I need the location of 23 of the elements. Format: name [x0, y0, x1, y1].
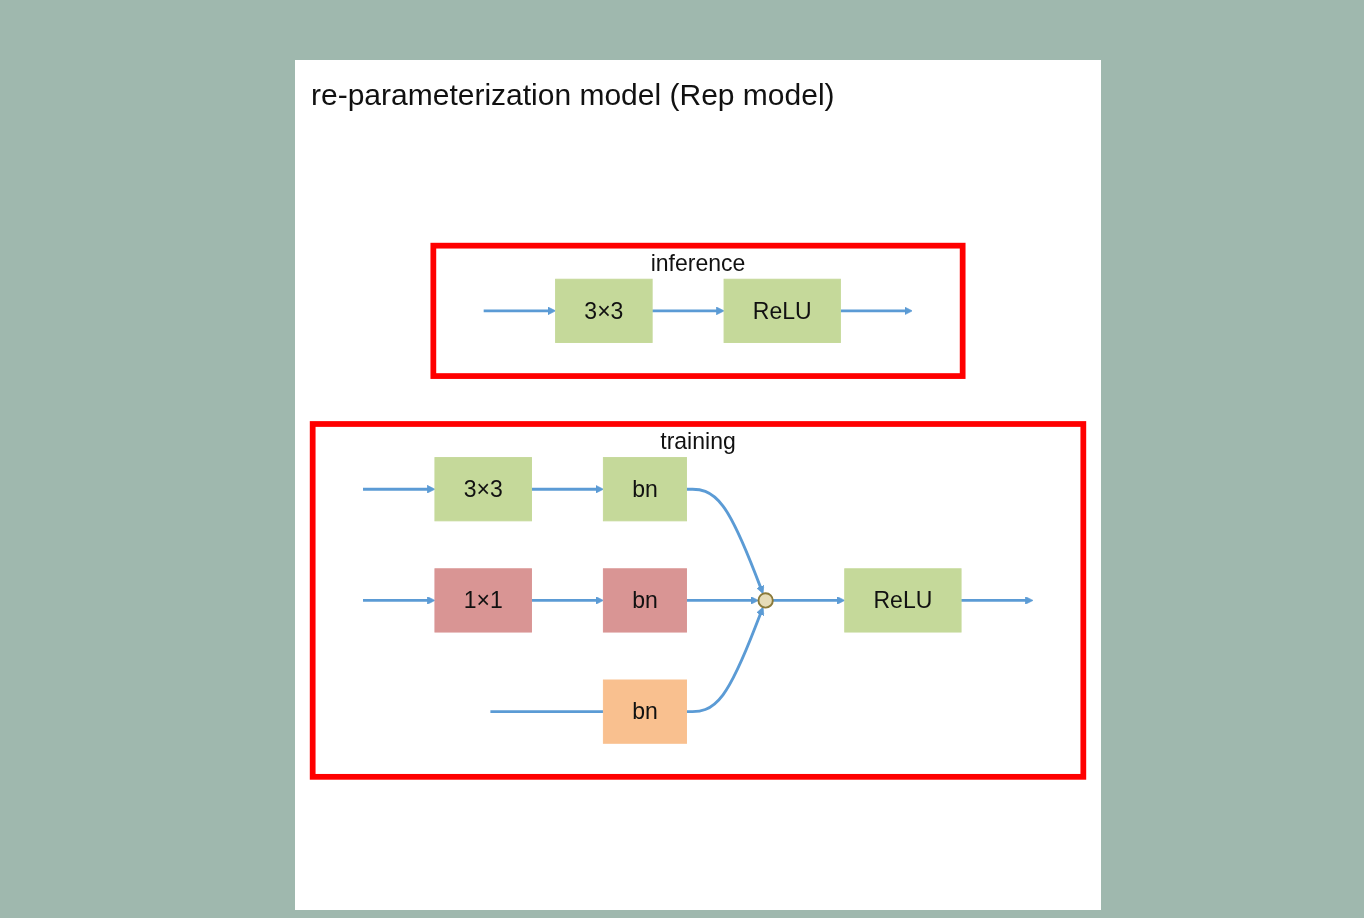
arrow	[363, 484, 436, 494]
arrow	[840, 306, 913, 315]
node-box: 1×1	[434, 568, 532, 633]
node-box: bn	[602, 568, 687, 633]
arrow	[363, 595, 436, 605]
arrow	[531, 595, 604, 605]
arrow	[686, 606, 765, 713]
node-box: 3×3	[555, 278, 653, 343]
node-box: bn	[602, 456, 687, 522]
connector	[490, 709, 604, 713]
node-box: bn	[602, 679, 687, 744]
node-box: 3×3	[434, 456, 532, 522]
arrow	[772, 595, 846, 605]
arrow	[686, 487, 765, 594]
node-circle	[757, 592, 774, 609]
node-box: ReLU	[723, 278, 841, 343]
diagram-title: re-parameterization model (Rep model)	[311, 78, 836, 112]
arrow	[483, 306, 556, 315]
node-box: ReLU	[844, 568, 962, 633]
arrow	[652, 306, 725, 315]
arrow	[961, 595, 1034, 605]
arrow	[686, 595, 759, 605]
arrow	[531, 484, 604, 494]
